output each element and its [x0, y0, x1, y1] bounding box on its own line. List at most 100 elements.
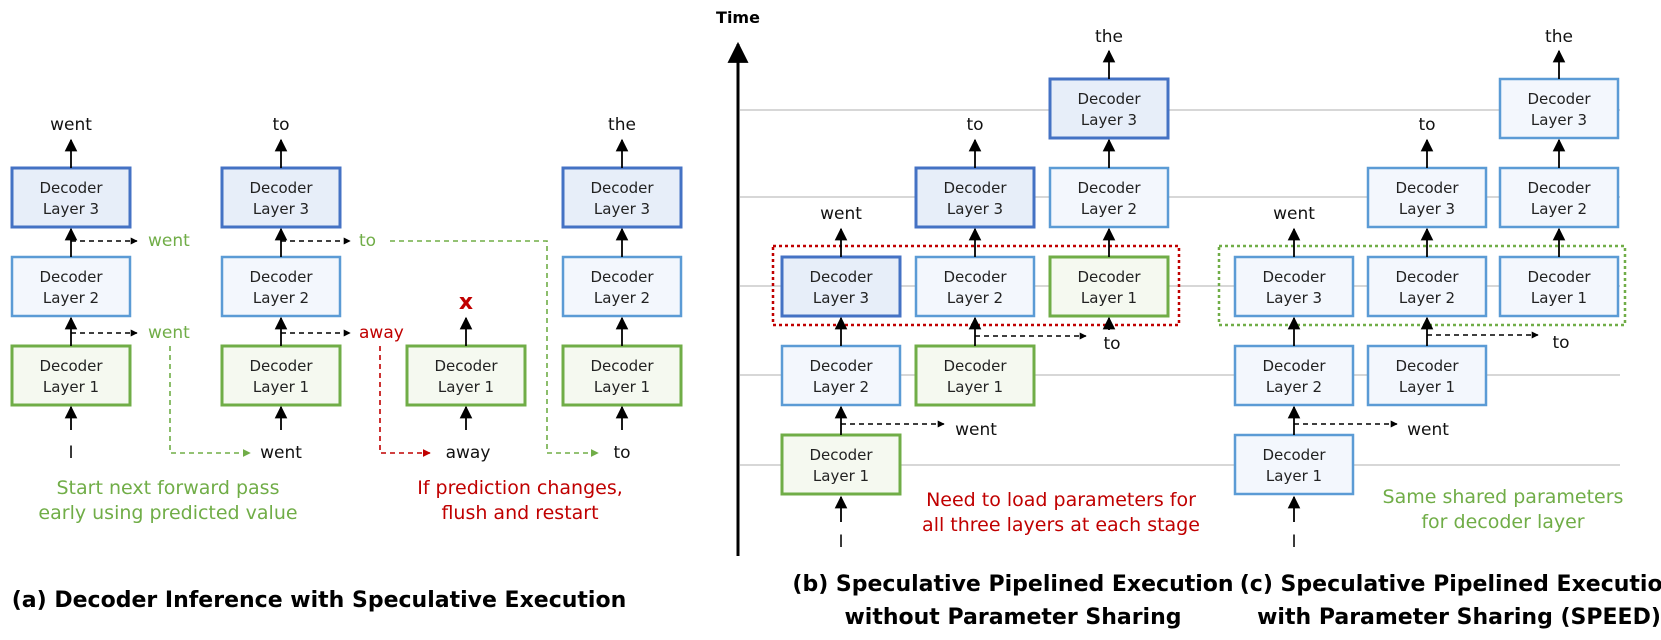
note-red-line-2: all three layers at each stage: [922, 514, 1200, 536]
box-label: Decoder: [1077, 179, 1141, 197]
decoder-layer-2-box: [220, 255, 342, 318]
panel-c-caption-line-1: (c) Speculative Pipelined Execution: [1240, 572, 1661, 597]
input-token: I: [68, 443, 73, 463]
stage-highlight-box: [1217, 244, 1627, 327]
panel-c: Decoder Layer 1 Decoder Layer 2 Decoder …: [1217, 27, 1661, 630]
decoder-layer-2-box: [1366, 255, 1488, 318]
box-label: Decoder: [590, 179, 654, 197]
box-label: Layer 1: [438, 378, 494, 396]
box-label: Decoder: [1527, 90, 1591, 108]
box-label: Decoder: [809, 446, 873, 464]
time-axis-label: Time: [716, 8, 760, 27]
box-label: Layer 2: [43, 289, 99, 307]
box-label: Layer 3: [43, 200, 99, 218]
decoder-layer-1-box: [1233, 433, 1355, 496]
output-token: went: [820, 204, 862, 224]
panel-a-column-2: Decoder Layer 3 Decoder Layer 2 Decoder …: [220, 115, 599, 463]
box-label: Layer 2: [1531, 200, 1587, 218]
box-label: Layer 2: [1399, 289, 1455, 307]
box-label: Decoder: [39, 179, 103, 197]
box-label: Layer 2: [947, 289, 1003, 307]
box-label: Layer 3: [594, 200, 650, 218]
speculative-feed: [390, 240, 599, 457]
box-label: Layer 3: [1081, 111, 1137, 129]
decoder-layer-1-box: [1366, 344, 1488, 407]
predicted-token: went: [148, 231, 190, 251]
output-token: went: [50, 115, 92, 135]
box-label: Layer 3: [1399, 200, 1455, 218]
predicted-token: to: [359, 231, 376, 251]
box-label: Decoder: [39, 268, 103, 286]
decoder-layer-1-box: [10, 344, 132, 407]
output-token: the: [1095, 27, 1123, 47]
box-label: Decoder: [39, 357, 103, 375]
decoder-layer-3-box: [780, 255, 902, 318]
output-token: to: [1418, 115, 1435, 135]
decoder-layer-3-box: [1366, 166, 1488, 229]
box-label: Decoder: [809, 357, 873, 375]
panel-a-flushed: x Decoder Layer 1 away: [405, 290, 527, 463]
decoder-layer-2-box: [914, 255, 1036, 318]
box-label: Layer 1: [1531, 289, 1587, 307]
decoder-layer-3-box: [1048, 77, 1170, 140]
decoder-layer-3-box: [10, 166, 132, 229]
decoder-layer-1-box: [1048, 255, 1170, 318]
input-token: to: [613, 443, 630, 463]
predicted-token: went: [955, 420, 997, 440]
decoder-layer-2-box: [10, 255, 132, 318]
input-token: went: [260, 443, 302, 463]
box-label: Decoder: [249, 179, 313, 197]
box-label: Decoder: [1527, 268, 1591, 286]
input-token: away: [446, 443, 491, 463]
box-label: Decoder: [1395, 268, 1459, 286]
note-green-line-1: Start next forward pass: [57, 477, 280, 499]
box-label: Layer 1: [1266, 467, 1322, 485]
box-label: Layer 3: [1531, 111, 1587, 129]
note-green-line-2: for decoder layer: [1421, 511, 1584, 533]
decoder-layer-1-box: [561, 344, 683, 407]
decoder-layer-3-box: [561, 166, 683, 229]
box-label: Layer 2: [1266, 378, 1322, 396]
note-red-line-2: flush and restart: [441, 502, 598, 524]
box-label: Layer 2: [1081, 200, 1137, 218]
box-label: Decoder: [1262, 446, 1326, 464]
box-label: Layer 2: [813, 378, 869, 396]
decoder-layer-3-box: [914, 166, 1036, 229]
output-token: went: [1273, 204, 1315, 224]
box-label: Layer 1: [594, 378, 650, 396]
decoder-layer-3-box: [220, 166, 342, 229]
decoder-layer-3-box: [1233, 255, 1355, 318]
output-token: to: [272, 115, 289, 135]
box-label: Decoder: [590, 268, 654, 286]
box-label: Layer 2: [253, 289, 309, 307]
box-label: Decoder: [249, 357, 313, 375]
box-label: Decoder: [249, 268, 313, 286]
flush-x-icon: x: [459, 290, 473, 315]
output-token: the: [608, 115, 636, 135]
decoder-layer-1-box: [405, 344, 527, 407]
panel-b: Decoder Layer 1 Decoder Layer 2 Decoder …: [771, 27, 1234, 630]
predicted-token: to: [1103, 334, 1120, 354]
box-label: Layer 3: [813, 289, 869, 307]
box-label: Decoder: [1262, 268, 1326, 286]
decoder-layer-2-box: [1048, 166, 1170, 229]
box-label: Layer 3: [947, 200, 1003, 218]
box-label: Decoder: [1395, 357, 1459, 375]
decoder-layer-1-box: [220, 344, 342, 407]
box-label: Decoder: [943, 268, 1007, 286]
box-label: Decoder: [943, 179, 1007, 197]
predicted-token: went: [1407, 420, 1449, 440]
decoder-layer-1-box: [780, 433, 902, 496]
box-label: Decoder: [809, 268, 873, 286]
note-green-line-2: early using predicted value: [38, 502, 297, 524]
box-label: Layer 1: [1399, 378, 1455, 396]
box-label: Layer 1: [1081, 289, 1137, 307]
mispredicted-token: away: [359, 323, 404, 343]
decoder-layer-2-box: [561, 255, 683, 318]
panel-a-column-1: Decoder Layer 3 Decoder Layer 2 Decoder …: [10, 115, 251, 463]
box-label: Layer 1: [813, 467, 869, 485]
box-label: Decoder: [1395, 179, 1459, 197]
decoder-layer-3-box: [1498, 77, 1620, 140]
box-label: Decoder: [1077, 90, 1141, 108]
